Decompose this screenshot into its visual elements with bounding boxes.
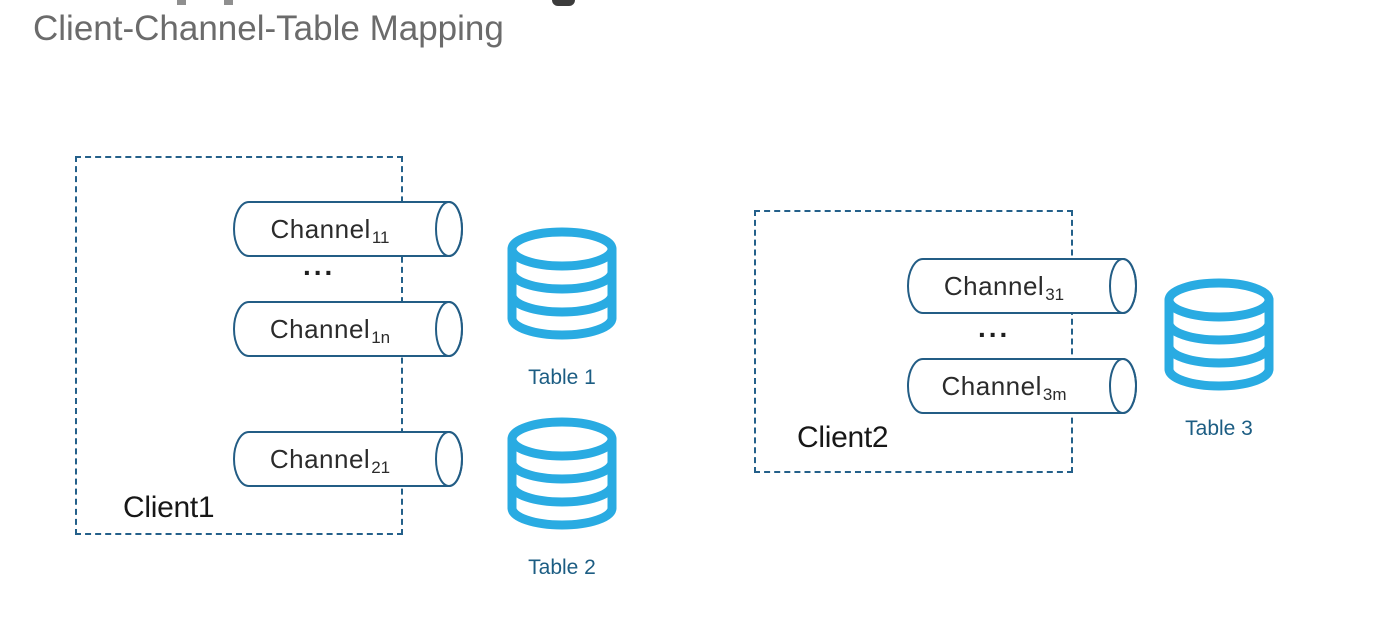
client2-boundary-box <box>754 210 1073 473</box>
channel-pipe-icon <box>907 358 1137 414</box>
clipped-heading-fragment <box>177 0 186 5</box>
clipped-heading-fragment <box>224 0 233 5</box>
channel-name: Channel <box>941 370 1042 401</box>
channel-subscript: 3m <box>1042 385 1067 404</box>
channel-pipe-icon <box>233 431 463 487</box>
channel-subscript: 1n <box>371 328 391 347</box>
client2-label: Client2 <box>797 421 889 454</box>
channel-subscript: 11 <box>371 228 390 247</box>
channel-pipe-icon <box>233 201 463 257</box>
channel-name: Channel <box>270 213 371 244</box>
page-title: Client-Channel-Table Mapping <box>33 9 504 48</box>
channels-ellipsis: ... <box>978 312 1011 343</box>
clipped-heading-fragment <box>552 0 575 6</box>
channel-name: Channel <box>269 443 371 474</box>
database-icon <box>1164 278 1274 391</box>
table1-label: Table 1 <box>528 366 596 389</box>
channel-pipe-icon <box>233 301 463 357</box>
channel-name: Channel <box>269 313 371 344</box>
channel-subscript: 31 <box>1045 285 1065 304</box>
table3-group: Table 3 <box>1163 277 1275 441</box>
table2-group: Table 2 <box>506 416 618 580</box>
client1-label: Client1 <box>123 491 215 524</box>
channel-subscript: 21 <box>371 458 391 477</box>
channels-ellipsis: ... <box>303 250 336 281</box>
database-icon <box>507 417 617 530</box>
table1-group: Table 1 <box>506 226 618 390</box>
table2-label: Table 2 <box>528 556 596 579</box>
table3-label: Table 3 <box>1185 417 1253 440</box>
channel-pipe-icon <box>907 258 1137 314</box>
database-icon <box>507 227 617 340</box>
channel-name: Channel <box>943 270 1045 301</box>
